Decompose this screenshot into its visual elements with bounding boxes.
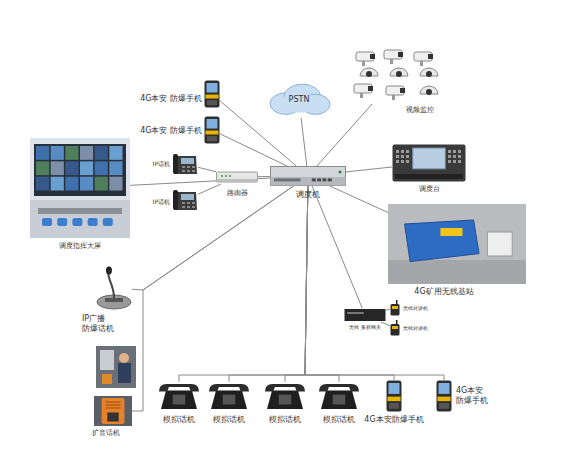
device-node: 模拟话机 [264,382,306,410]
device-label: 4G本安防爆手机 [344,415,444,425]
device-label: IP广播 防爆话机 [82,314,126,333]
device-label: 模拟话机 [144,415,214,425]
device-node: IP话机 [172,188,198,212]
device-label: IP话机 [134,198,170,205]
connector-line [220,134,287,166]
device-icon [344,308,386,322]
device-icon [390,300,400,316]
photo-device [102,374,112,384]
device-label: 调度机 [278,190,338,200]
connector-line [130,178,270,185]
device-label: 模拟话机 [194,415,264,425]
photo-head [119,353,129,363]
connector-line [132,186,294,290]
device-node: PSTN [266,82,332,118]
device-icon [216,170,258,184]
device-label: 4G矿用无线基站 [384,287,504,297]
connector-line [229,186,308,382]
device-label: 无线对讲机 [403,325,443,331]
device-node: 无线对讲机 [390,320,400,336]
device-label: 视频监控 [394,106,446,114]
device-icon [30,138,130,238]
device-label: PSTN [266,95,332,105]
device-label: 模拟话机 [304,415,374,425]
broadcast-photo [96,346,136,388]
connector-line [346,167,392,172]
device-node: 4G本安 防爆手机 [436,380,452,412]
device-node: 模拟话机 [158,382,200,410]
device-node: 无线对讲机 [390,300,400,316]
connector-line [305,186,394,380]
device-label: 调度台 [399,185,459,193]
device-node: 路由器 [216,170,258,184]
device-node: 无线 集群网关 [344,308,386,322]
device-icon [172,188,198,212]
device-icon [318,382,360,410]
device-label: 4G本安 防爆手机 [110,94,202,104]
device-icon [94,396,132,426]
connector-line [198,167,216,172]
connector-line [198,184,221,194]
device-node: 视频监控 [350,48,444,104]
connector-line [285,186,308,382]
device-label: 4G本安 防爆手机 [110,126,202,136]
device-label: IP话机 [134,160,170,167]
device-icon [208,382,250,410]
device-icon [386,380,402,412]
device-icon [96,266,132,310]
device-icon [350,48,444,104]
device-node: 4G本安 防爆手机 [204,116,220,144]
connector-line [312,186,362,308]
connector-line [132,186,294,411]
connector-line [179,186,308,382]
connector-line [330,186,388,213]
device-label: 无线 集群网关 [345,324,385,330]
device-icon [388,204,526,284]
device-node: 扩音话机 [94,396,132,426]
connector-line [386,309,390,311]
device-node: 调度指挥大屏 [30,138,130,238]
device-icon [204,80,220,108]
device-node: 模拟话机 [208,382,250,410]
device-node: IP广播 防爆话机 [96,266,132,310]
device-icon [270,166,346,186]
device-icon [172,152,198,176]
device-label: 调度指挥大屏 [30,242,130,250]
device-label: 路由器 [207,189,267,197]
device-label: 扩音话机 [92,429,142,437]
device-icon [158,382,200,410]
device-label: 无线对讲机 [403,305,443,311]
photo-body [118,363,131,383]
connector-line [305,186,339,382]
connector-line [317,104,372,166]
device-node: 模拟话机 [318,382,360,410]
photo-panel [100,350,114,370]
device-label: 4G本安 防爆手机 [456,386,502,405]
device-node: 调度台 [392,144,466,182]
device-label: 模拟话机 [250,415,320,425]
device-node: 调度机 [270,166,346,186]
device-node: 4G矿用无线基站 [388,204,526,284]
connector-line [381,322,390,326]
device-icon [392,144,466,182]
device-icon [264,382,306,410]
device-node: 4G本安防爆手机 [386,380,402,412]
device-icon [390,320,400,336]
photo-frame [96,346,136,388]
device-node: IP话机 [172,152,198,176]
connector-line [258,176,270,177]
device-icon [204,116,220,144]
connector-line [301,118,307,166]
device-icon [436,380,452,412]
device-node: 4G本安 防爆手机 [204,80,220,108]
